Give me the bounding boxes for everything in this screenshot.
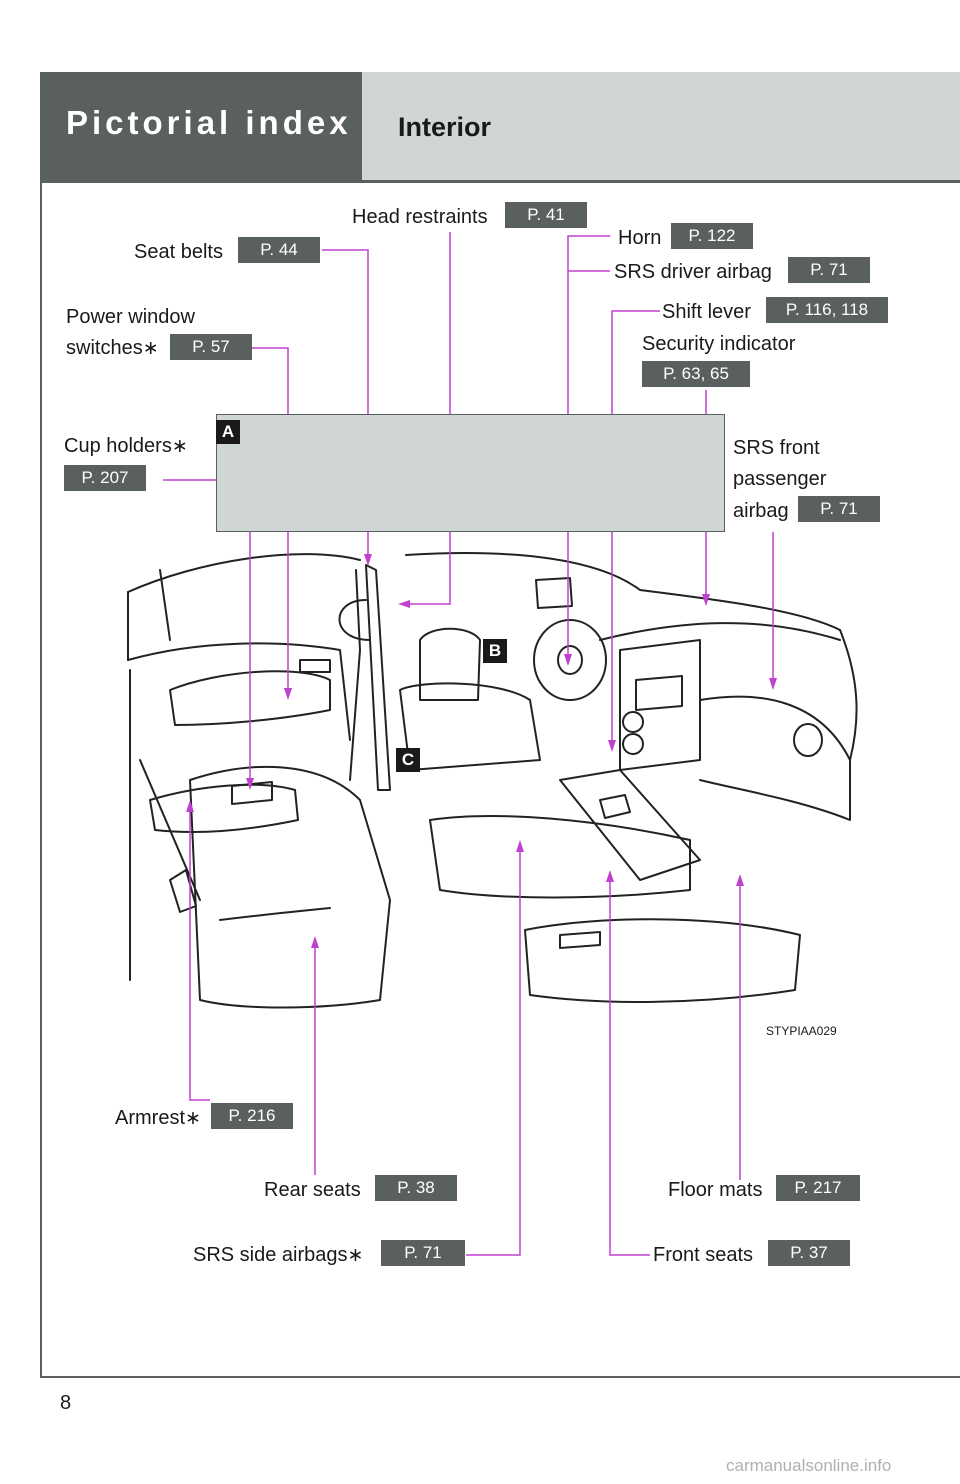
horn-ref[interactable]: P. 122 <box>671 223 753 249</box>
car-drawing <box>127 552 858 1009</box>
callout-c: C <box>396 748 420 772</box>
watermark: carmanualsonline.info <box>726 1456 892 1475</box>
cup-holders-star: ∗ <box>171 436 188 457</box>
floor-mats-ref[interactable]: P. 217 <box>776 1175 860 1201</box>
image-code: STYPIAA029 <box>766 1024 837 1038</box>
srs-front-passenger-ref[interactable]: P. 71 <box>798 496 880 522</box>
rear-seats-ref[interactable]: P. 38 <box>375 1175 457 1201</box>
power-window-ref[interactable]: P. 57 <box>170 334 252 360</box>
front-seats-label: Front seats <box>653 1244 754 1266</box>
head-restraints-label: Head restraints <box>352 206 488 228</box>
power-window-star: ∗ <box>142 338 159 359</box>
shift-lever-ref[interactable]: P. 116, 118 <box>766 297 888 323</box>
security-indicator-label: Security indicator <box>642 333 796 355</box>
seat-belts-ref[interactable]: P. 44 <box>238 237 320 263</box>
srs-driver-airbag-label: SRS driver airbag <box>614 261 772 283</box>
armrest-star: ∗ <box>185 1108 201 1129</box>
page-number: 8 <box>60 1392 72 1414</box>
header-divider <box>40 180 960 183</box>
header-dark-panel <box>40 72 362 182</box>
rear-seats-label: Rear seats <box>264 1179 361 1201</box>
srs-side-airbags-label: SRS side airbags <box>193 1244 348 1266</box>
cup-holders-label: Cup holders <box>64 435 172 457</box>
armrest-ref[interactable]: P. 216 <box>211 1103 293 1129</box>
srs-side-airbags-ref[interactable]: P. 71 <box>381 1240 465 1266</box>
page-subtitle: Interior <box>398 112 492 142</box>
srs-side-airbags-star: ∗ <box>347 1245 364 1266</box>
seat-belts-label: Seat belts <box>134 241 223 263</box>
head-restraints-ref[interactable]: P. 41 <box>505 202 587 228</box>
cup-holders-ref[interactable]: P. 207 <box>64 465 146 491</box>
floor-mats-label: Floor mats <box>668 1179 763 1201</box>
power-window-label-line2: switches∗ <box>66 336 159 361</box>
header-light-panel <box>362 72 960 182</box>
leader-arrowheads <box>186 554 777 948</box>
srs-front-label-line3: airbag <box>733 500 789 522</box>
srs-driver-airbag-ref[interactable]: P. 71 <box>788 257 870 283</box>
horn-label: Horn <box>618 227 662 249</box>
callout-b: B <box>483 639 507 663</box>
srs-front-label-line1: SRS front <box>733 437 820 459</box>
page-title: Pictorial index <box>66 104 352 141</box>
security-indicator-ref[interactable]: P. 63, 65 <box>642 361 750 387</box>
callout-a: A <box>216 420 240 444</box>
srs-front-label-line2: passenger <box>733 468 827 490</box>
power-window-label-text: switches <box>66 337 143 359</box>
armrest-label: Armrest <box>115 1107 185 1129</box>
power-window-label-line1: Power window <box>66 306 195 328</box>
shift-lever-label: Shift lever <box>662 301 751 323</box>
detail-region-a <box>216 414 725 532</box>
front-seats-ref[interactable]: P. 37 <box>768 1240 850 1266</box>
